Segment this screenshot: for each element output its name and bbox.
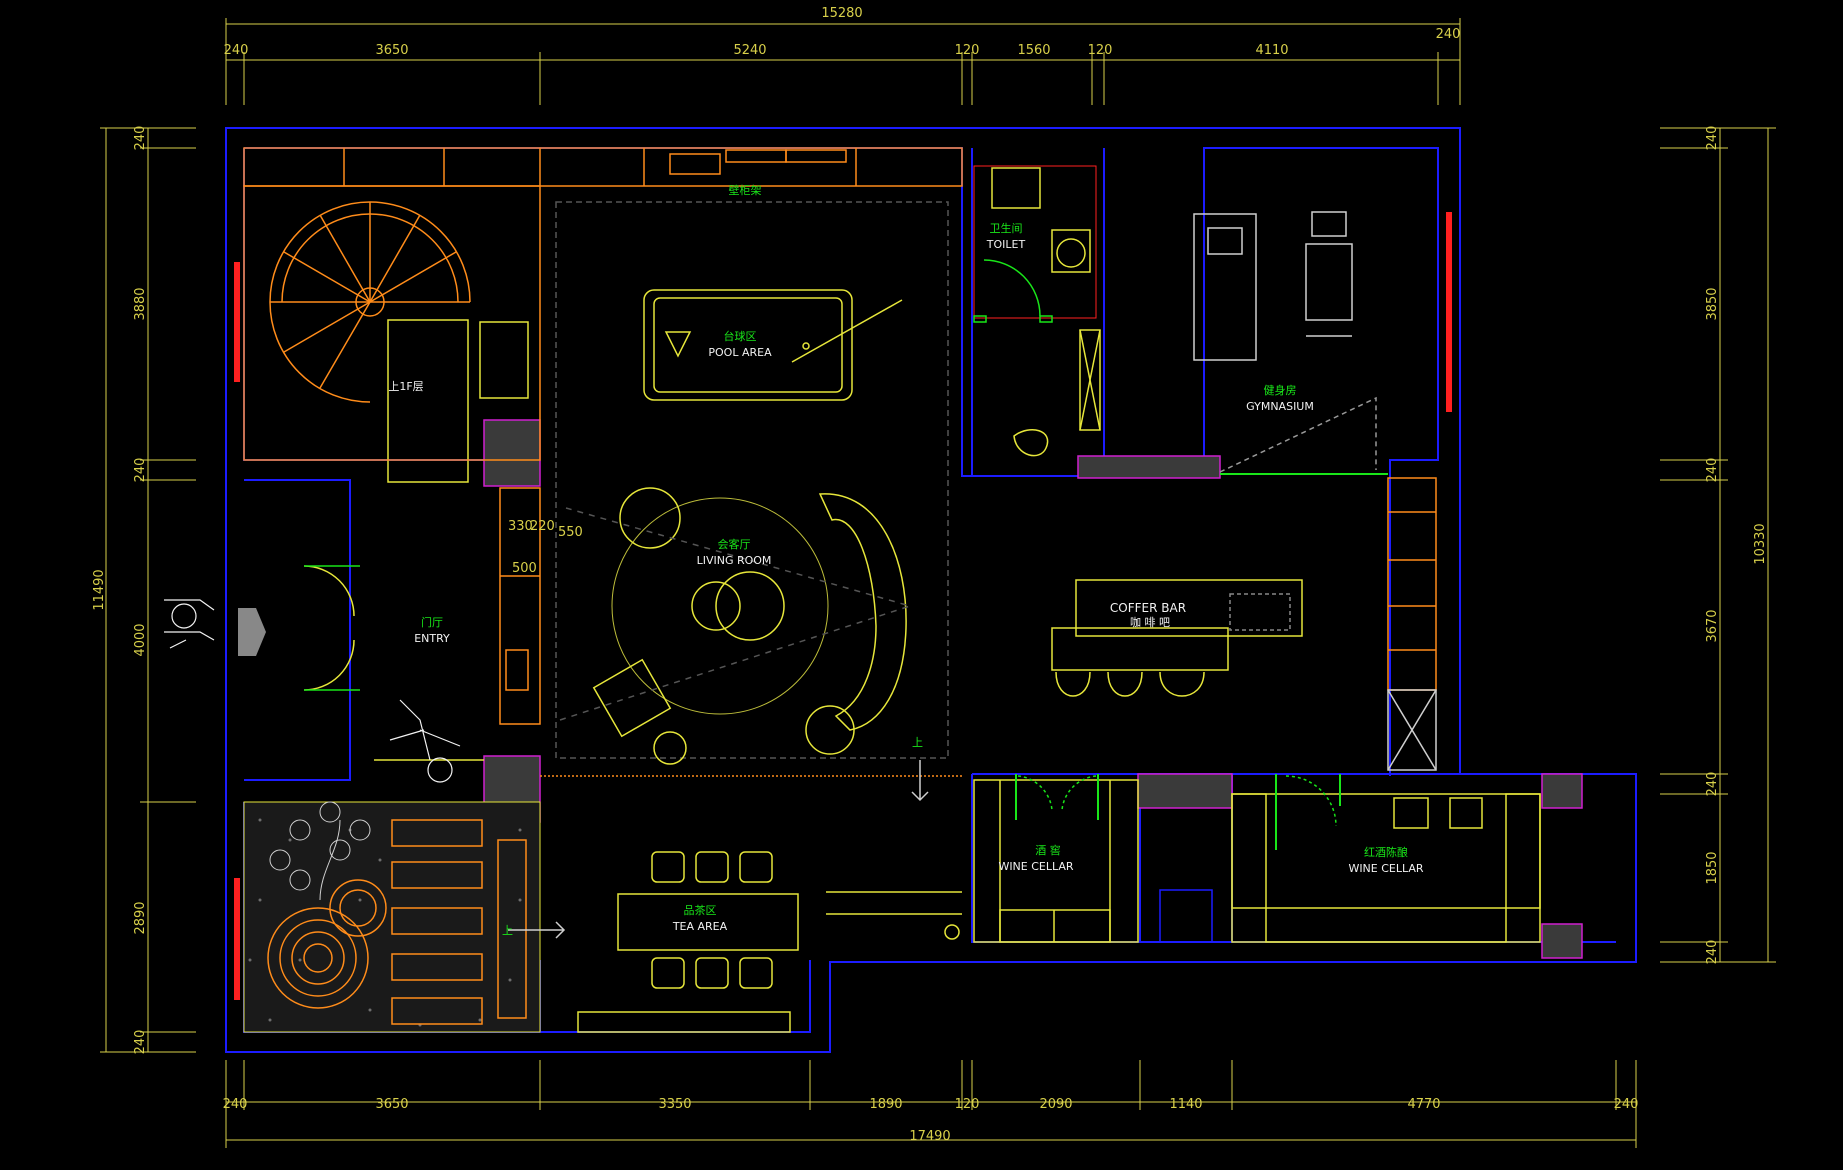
dim-small-2: 220 [530,519,555,534]
wine-cellar-1-cn: 酒 窖 [1035,843,1061,857]
toilet-cn: 卫生间 [990,221,1023,235]
entry-cn: 门厅 [421,615,443,629]
dim-bottom-6: 2090 [1039,1097,1072,1112]
dim-left-4: 4000 [133,623,148,656]
spiral-stair [269,201,471,403]
tea-area-en: TEA AREA [672,920,728,933]
dim-left-2: 3880 [133,287,148,320]
entry-area [303,565,484,761]
person-figures [164,599,461,783]
dim-top-7: 4110 [1255,43,1288,58]
dim-bottom-7: 1140 [1169,1097,1202,1112]
dimension-labels: 15280 240 3650 5240 120 1560 120 4110 24… [92,6,1768,1144]
toilet-area [973,165,1101,457]
gym-equipment [1193,211,1388,475]
dim-left-3: 240 [133,458,148,483]
stair-furniture [243,185,541,483]
wine-cellar-1-en: WINE CELLAR [998,860,1073,873]
living-room-en: LIVING ROOM [697,554,772,567]
dim-top-2: 3650 [375,43,408,58]
tv-cabinet [499,487,541,725]
entry-arrow [238,608,266,656]
dim-top-8: 240 [1436,27,1461,42]
top-cabinets [243,147,963,187]
pool-area [555,201,949,759]
pool-area-cn: 台球区 [724,329,757,343]
tea-area-cn: 品茶区 [684,904,717,917]
wine-cellar-2-cn: 红酒陈酿 [1364,845,1408,859]
gym-en: GYMNASIUM [1246,400,1314,413]
wine-cellar-1 [973,774,1139,943]
dim-left-total: 11490 [92,569,107,610]
up-marker-2: 上 [912,736,923,749]
stair-label: 上1F层 [388,380,423,393]
dim-bottom-4: 1890 [869,1097,902,1112]
up-marker-1: 上 [502,924,513,937]
toilet-en: TOILET [986,238,1026,251]
coffee-bar-en: COFFER BAR [1110,601,1186,615]
dim-bottom-1: 240 [223,1097,248,1112]
dim-left-1: 240 [133,126,148,151]
dimension-lines [100,18,1776,1148]
dim-right-1: 240 [1705,126,1720,151]
shelf-label: 壁柜架 [729,183,762,197]
dim-top-3: 5240 [733,43,766,58]
pool-area-en: POOL AREA [708,346,772,359]
wine-cellar-2-en: WINE CELLAR [1348,862,1423,875]
dim-top-4: 120 [955,43,980,58]
columns [483,419,1583,959]
dim-top-1: 240 [224,43,249,58]
dim-bottom-8: 4770 [1407,1097,1440,1112]
dim-right-5: 240 [1705,772,1720,797]
dim-right-total: 10330 [1753,523,1768,564]
dim-small-3: 550 [558,525,583,540]
dim-top-6: 120 [1088,43,1113,58]
dim-small-4: 500 [512,561,537,576]
dim-right-7: 240 [1705,940,1720,965]
dim-right-2: 3850 [1705,287,1720,320]
dim-right-4: 3670 [1705,609,1720,642]
dim-top-total: 15280 [821,6,862,21]
up-arrows [508,760,929,939]
dim-bottom-total: 17490 [909,1129,950,1144]
dim-right-6: 1850 [1705,851,1720,884]
wine-cellar-2 [1159,774,1541,943]
dim-left-5: 2890 [133,901,148,934]
dim-bottom-3: 3350 [658,1097,691,1112]
windows [234,212,1452,1000]
dim-top-5: 1560 [1017,43,1050,58]
coffee-bar [1051,477,1437,771]
zen-garden [243,801,541,1033]
living-room-cn: 会客厅 [718,537,751,551]
living-room-furniture [559,487,913,765]
dim-left-6: 240 [133,1030,148,1055]
dim-bottom-2: 3650 [375,1097,408,1112]
tea-area [540,775,962,1033]
dim-small-1: 330 [508,519,533,534]
coffee-bar-cn: 咖 啡 吧 [1130,615,1170,629]
dim-bottom-5: 120 [955,1097,980,1112]
gym-cn: 健身房 [1264,383,1297,397]
entry-en: ENTRY [414,632,450,645]
dim-right-3: 240 [1705,458,1720,483]
dim-bottom-9: 240 [1614,1097,1639,1112]
